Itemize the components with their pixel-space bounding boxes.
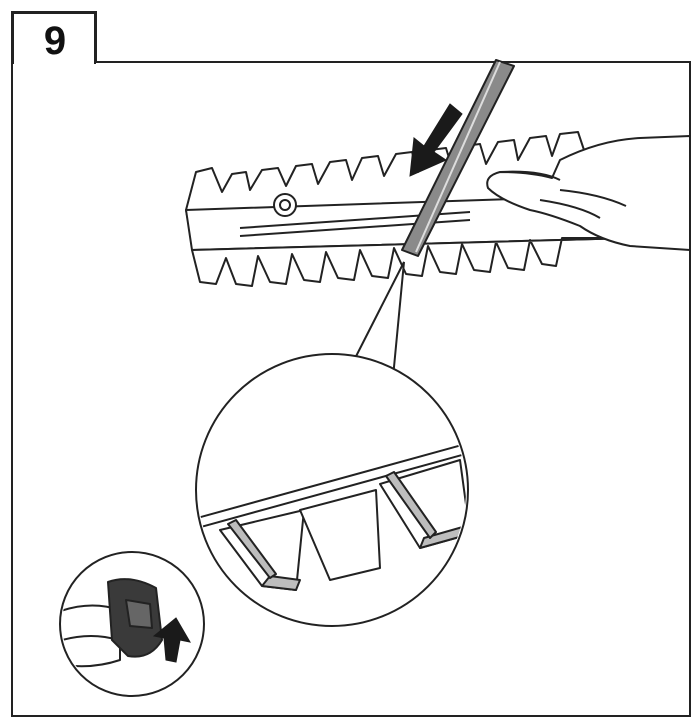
arrow-up-icon [152,617,191,663]
page-frame [11,11,691,717]
step-number: 9 [43,19,67,63]
step-tab: 9 [12,12,96,64]
cleaning-tool [401,59,515,257]
hand-illustration [486,135,691,251]
arrow-down-icon [409,103,463,177]
magnified-blade-teeth [198,439,466,591]
battery-pack-illustration [62,578,163,668]
